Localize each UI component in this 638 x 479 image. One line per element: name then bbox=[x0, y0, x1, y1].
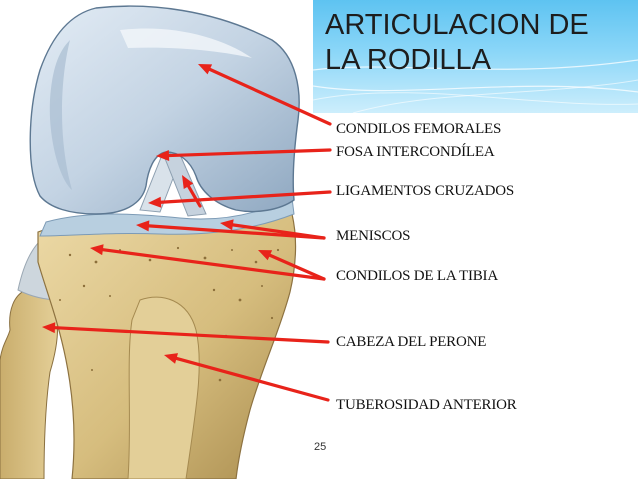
label-condilos-tibia: CONDILOS DE LA TIBIA bbox=[336, 268, 498, 284]
label-fosa-intercondilea: FOSA INTERCONDÍLEA bbox=[336, 144, 495, 160]
femur-bone bbox=[29, 5, 300, 215]
femur-shading bbox=[49, 40, 72, 190]
arrow-tuberosidad-anterior bbox=[164, 353, 330, 402]
arrow-fosa-intercondilea bbox=[156, 148, 332, 162]
label-cabeza-perone: CABEZA DEL PERONE bbox=[336, 334, 487, 350]
title-banner: ARTICULACION DE LA RODILLA bbox=[313, 0, 638, 113]
page-title: ARTICULACION DE LA RODILLA bbox=[325, 9, 589, 76]
arrow-ligamentos-cruzados-b bbox=[182, 175, 202, 208]
arrow-ligamentos-cruzados-a bbox=[148, 190, 332, 208]
tibial-tuberosity bbox=[127, 296, 200, 479]
arrow-cabeza-perone bbox=[42, 322, 330, 344]
arrow-meniscos-a bbox=[136, 220, 326, 240]
arrow-condilos-femorales bbox=[198, 64, 332, 126]
arrow-group bbox=[42, 64, 332, 402]
arrow-condilos-tibia-a bbox=[90, 244, 326, 281]
fibula-bone bbox=[0, 288, 59, 479]
label-condilos-femorales: CONDILOS FEMORALES bbox=[336, 121, 502, 137]
arrow-condilos-tibia-b bbox=[258, 250, 326, 281]
label-meniscos: MENISCOS bbox=[336, 228, 411, 244]
slide-number: 25 bbox=[314, 441, 327, 453]
title-banner-lines bbox=[313, 59, 638, 113]
arrow-meniscos-b bbox=[220, 219, 326, 240]
label-ligamentos-cruzados: LIGAMENTOS CRUZADOS bbox=[336, 183, 515, 199]
bone-texture bbox=[59, 246, 280, 382]
label-tuberosidad-anterior: TUBEROSIDAD ANTERIOR bbox=[336, 397, 517, 413]
femur-highlight bbox=[120, 28, 252, 58]
